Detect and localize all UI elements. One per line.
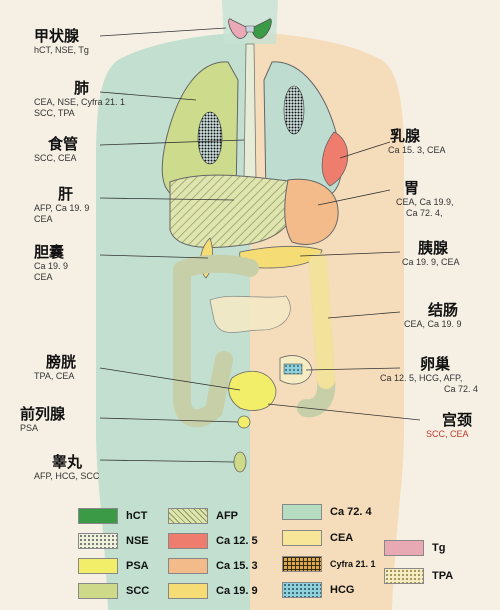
legend-swatch bbox=[78, 583, 118, 599]
label-bladder: 膀胱 TPA, CEA bbox=[34, 354, 76, 382]
organ-name: 宫颈 bbox=[442, 411, 473, 429]
legend-label: Ca 12. 5 bbox=[216, 535, 258, 547]
organ-name: 肝 bbox=[58, 185, 74, 203]
legend-item: AFP bbox=[168, 508, 238, 524]
legend-swatch bbox=[282, 504, 322, 520]
legend-label: NSE bbox=[126, 535, 149, 547]
label-stomach: 胃 CEA, Ca 19.9, Ca 72. 4, bbox=[396, 180, 454, 219]
legend-item: Cyfra 21. 1 bbox=[282, 556, 376, 572]
thyroid-shape bbox=[228, 18, 272, 39]
legend-label: HCG bbox=[330, 584, 355, 596]
legend-swatch bbox=[168, 508, 208, 524]
organ-name: 肺 bbox=[74, 79, 90, 97]
legend-swatch bbox=[384, 540, 424, 556]
legend-label: Tg bbox=[432, 542, 446, 554]
legend-label: Ca 15. 3 bbox=[216, 560, 258, 572]
stomach-shape bbox=[284, 178, 339, 245]
organ-name: 甲状腺 bbox=[34, 27, 80, 45]
organ-markers: AFP, Ca 19. 9 bbox=[34, 203, 90, 213]
organ-name: 前列腺 bbox=[20, 405, 66, 423]
label-gallbladder: 胆囊 Ca 19. 9 CEA bbox=[34, 244, 68, 283]
label-cervix: 宫颈 SCC, CEA bbox=[426, 412, 472, 440]
esophagus-shape bbox=[243, 43, 257, 181]
bladder-shape bbox=[228, 370, 277, 411]
organ-name: 胰腺 bbox=[418, 239, 449, 257]
legend-item: hCT bbox=[78, 508, 147, 524]
legend-swatch bbox=[78, 533, 118, 549]
organ-markers: CEA, Ca 19. 9 bbox=[404, 319, 462, 329]
organ-markers: Ca 72. 4, bbox=[406, 208, 443, 218]
organ-markers: PSA bbox=[20, 423, 39, 433]
legend-item: CEA bbox=[282, 530, 353, 546]
legend-item: PSA bbox=[78, 558, 149, 574]
organ-markers: CEA, NSE, Cyfra 21. 1 bbox=[34, 97, 126, 107]
legend-item: Ca 72. 4 bbox=[282, 504, 372, 520]
testis-shape bbox=[233, 451, 247, 473]
label-testis: 睾丸 AFP, HCG, SCC bbox=[34, 454, 99, 482]
label-esophagus: 食管 SCC, CEA bbox=[34, 136, 78, 164]
organ-markers: Ca 15. 3, CEA bbox=[388, 145, 446, 155]
organ-markers: Ca 19. 9 bbox=[34, 261, 69, 271]
legend-label: TPA bbox=[432, 570, 454, 582]
organ-markers: TPA, CEA bbox=[34, 371, 75, 381]
label-colon: 结肠 CEA, Ca 19. 9 bbox=[404, 302, 462, 330]
legend-swatch bbox=[282, 582, 322, 598]
organ-name: 乳腺 bbox=[390, 127, 421, 145]
legend-swatch bbox=[282, 556, 322, 572]
organ-markers: SCC, CEA bbox=[426, 429, 469, 439]
organ-markers: CEA, Ca 19.9, bbox=[396, 197, 454, 207]
label-ovary: 卵巢 Ca 12. 5, HCG, AFP, Ca 72. 4 bbox=[380, 356, 478, 395]
prostate-shape bbox=[237, 415, 251, 429]
legend-label: SCC bbox=[126, 585, 150, 597]
label-breast: 乳腺 Ca 15. 3, CEA bbox=[388, 128, 446, 156]
legend-item: HCG bbox=[282, 582, 354, 598]
legend-swatch bbox=[384, 568, 424, 584]
organ-markers: Ca 12. 5, HCG, AFP, bbox=[380, 373, 463, 383]
organ-markers: CEA bbox=[34, 214, 53, 224]
legend-label: Ca 19. 9 bbox=[216, 585, 258, 597]
organ-markers: Ca 19. 9, CEA bbox=[402, 257, 460, 267]
organ-name: 卵巢 bbox=[420, 355, 451, 373]
organ-markers: SCC, CEA bbox=[34, 153, 77, 163]
organ-name: 睾丸 bbox=[52, 453, 83, 471]
legend-swatch bbox=[78, 558, 118, 574]
legend-swatch bbox=[168, 583, 208, 599]
legend-swatch bbox=[168, 533, 208, 549]
legend-label: Ca 72. 4 bbox=[330, 506, 372, 518]
organ-markers: hCT, NSE, Tg bbox=[34, 45, 89, 55]
organ-markers: AFP, HCG, SCC bbox=[34, 471, 100, 481]
organ-name: 胆囊 bbox=[34, 243, 65, 261]
leader-lines bbox=[99, 27, 421, 463]
label-thyroid: 甲状腺 hCT, NSE, Tg bbox=[34, 28, 89, 56]
organ-name: 胃 bbox=[404, 179, 420, 197]
organ-markers: Ca 72. 4 bbox=[444, 384, 479, 394]
legend-item: Ca 12. 5 bbox=[168, 533, 258, 549]
legend-item: SCC bbox=[78, 583, 149, 599]
organ-name: 膀胱 bbox=[46, 353, 77, 371]
label-pancreas: 胰腺 Ca 19. 9, CEA bbox=[402, 240, 460, 268]
organ-name: 结肠 bbox=[428, 301, 459, 319]
legend-label: hCT bbox=[126, 510, 148, 522]
legend-label: Cyfra 21. 1 bbox=[330, 559, 376, 569]
legend-item: Ca 19. 9 bbox=[168, 583, 258, 599]
organ-name: 食管 bbox=[48, 135, 79, 153]
label-prostate: 前列腺 PSA bbox=[20, 406, 65, 434]
legend-swatch bbox=[78, 508, 118, 524]
legend-item: Ca 15. 3 bbox=[168, 558, 258, 574]
legend-swatch bbox=[168, 558, 208, 574]
legend-item: Tg bbox=[384, 540, 445, 556]
label-lung: 肺 CEA, NSE, Cyfra 21. 1 SCC, TPA bbox=[34, 80, 125, 119]
organ-markers: SCC, TPA bbox=[34, 108, 75, 118]
legend-label: PSA bbox=[126, 560, 149, 572]
legend-swatch bbox=[282, 530, 322, 546]
legend-label: AFP bbox=[216, 510, 238, 522]
organ-markers: CEA bbox=[34, 272, 53, 282]
legend-item: NSE bbox=[78, 533, 149, 549]
breast-shape bbox=[321, 131, 349, 187]
legend-label: CEA bbox=[330, 532, 354, 544]
label-liver: 肝 AFP, Ca 19. 9 CEA bbox=[34, 186, 89, 225]
legend-item: TPA bbox=[384, 568, 453, 584]
